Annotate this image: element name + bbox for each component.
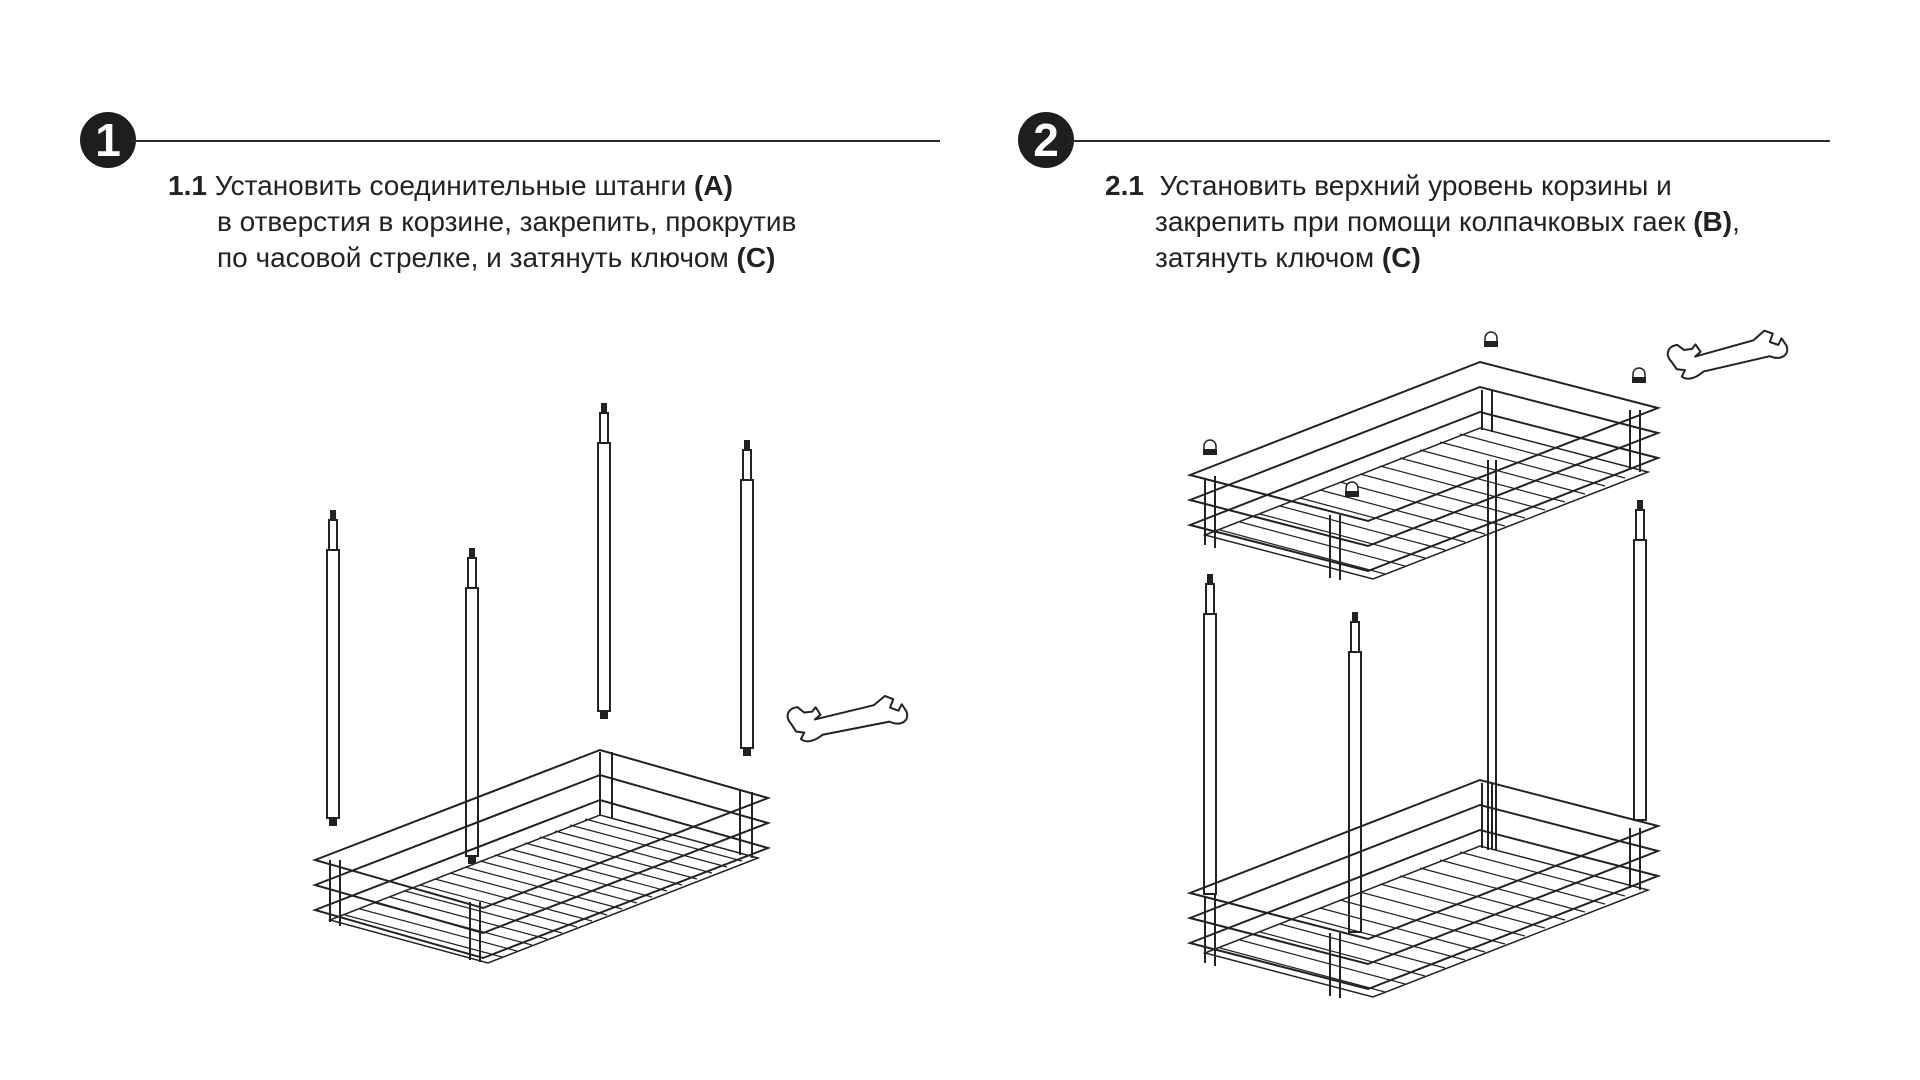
step-2-number: 2.1	[1105, 170, 1144, 201]
basket-upper-floor-bars	[1219, 433, 1626, 575]
cap-nut-b-2	[1632, 367, 1646, 383]
rod-a-2	[465, 548, 479, 864]
step-1-number: 1.1	[168, 170, 207, 201]
step-1-line-1: Установить соединительные штанги	[214, 170, 695, 201]
step-2-rule	[1070, 140, 1830, 142]
step-1-badge: 1	[80, 112, 136, 168]
step-2-line-1: Установить верхний уровень корзины и	[1159, 170, 1672, 201]
step-1-rule	[132, 140, 940, 142]
ref-c: (C)	[736, 242, 776, 273]
step-2-line-2: закрепить при помощи колпачковых гаек	[1155, 206, 1694, 237]
wrench-c-1	[785, 692, 910, 745]
ref-a: (A)	[694, 170, 733, 201]
basket-lower	[1186, 778, 1662, 998]
basket-1	[311, 748, 772, 964]
step-2-badge: 2	[1018, 112, 1074, 168]
step-1-line-3: по часовой стрелке, и затянуть ключом	[217, 242, 737, 273]
step-1-line-2: в отверстия в корзине, закрепить, прокру…	[217, 206, 797, 237]
step-2-line-3: затянуть ключом	[1155, 242, 1382, 273]
cap-nut-b-3	[1203, 439, 1217, 455]
rod-a-4	[740, 440, 754, 756]
cap-nut-b-1	[1484, 331, 1498, 347]
rod-a-3	[597, 403, 611, 719]
ref-b: (B)	[1693, 206, 1733, 237]
basket-lower-floor-bars	[1219, 851, 1626, 993]
step-2-line-2-tail: ,	[1732, 206, 1740, 237]
cap-nut-b-4	[1345, 481, 1359, 497]
rod-a-1	[326, 510, 340, 826]
ref-c-2: (C)	[1381, 242, 1421, 273]
rod-a-5	[1203, 574, 1217, 895]
step-1-instruction: 1.1 Установить соединительные штанги (A)…	[168, 168, 796, 276]
step-1-figure	[311, 403, 910, 964]
step-2-instruction: 2.1 Установить верхний уровень корзины и…	[1105, 168, 1740, 276]
rod-a-6	[1348, 612, 1362, 933]
basket-upper	[1186, 360, 1662, 580]
step-2-figure	[1186, 326, 1791, 998]
rod-a-8	[1633, 500, 1647, 821]
wrench-c-2	[1665, 326, 1791, 383]
basket-1-floor-bars	[344, 818, 743, 958]
